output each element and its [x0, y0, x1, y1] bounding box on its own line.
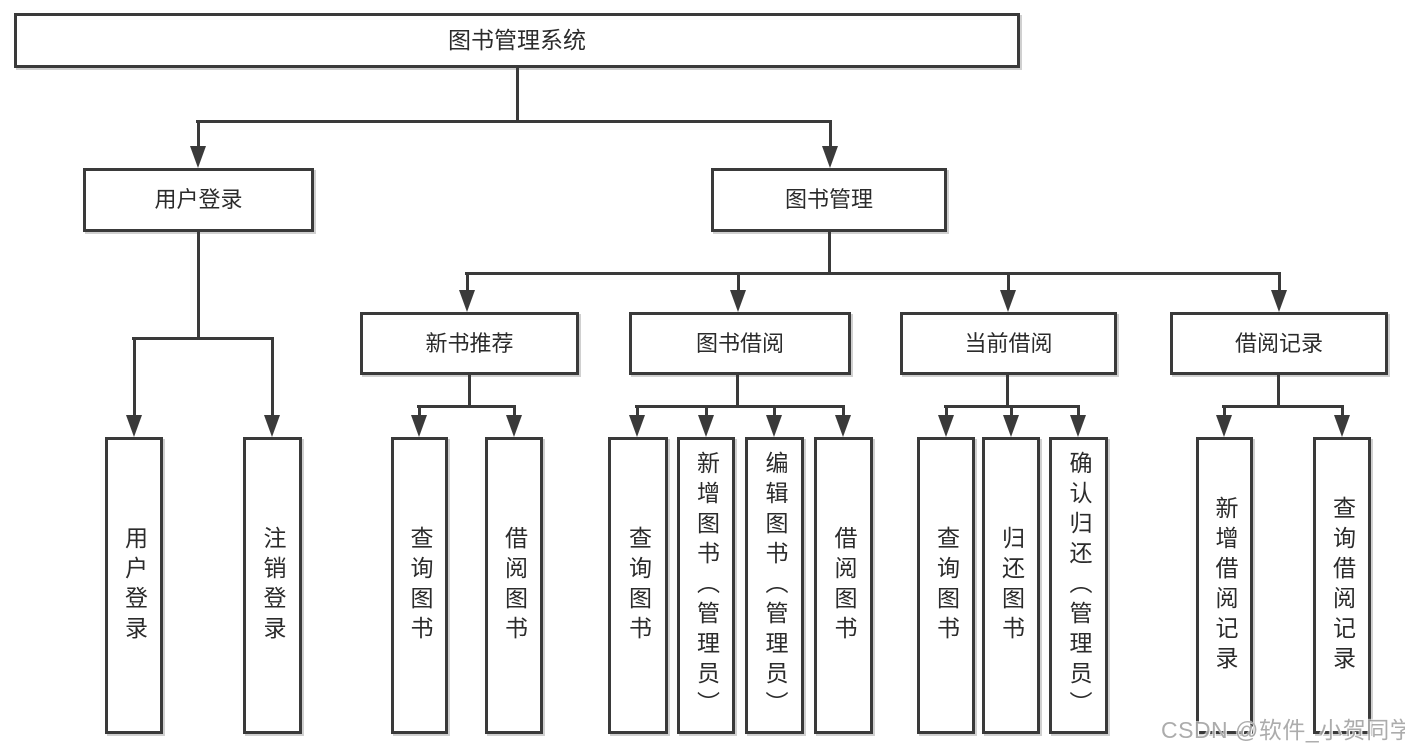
connector-line — [842, 405, 845, 419]
arrow-down-icon — [822, 146, 838, 168]
connector-line — [465, 272, 1281, 275]
arrow-down-icon — [938, 415, 954, 437]
node-label: 借阅记录 — [1234, 330, 1323, 356]
node-user-login-branch: 用户登录 — [83, 168, 314, 232]
arrow-down-icon — [190, 146, 206, 168]
node-return-books: 归还图书 — [982, 437, 1040, 734]
arrow-down-icon — [1000, 290, 1016, 312]
connector-line — [1341, 405, 1344, 419]
node-borrowing-records: 借阅记录 — [1170, 312, 1388, 375]
connector-line — [828, 232, 831, 272]
connector-line — [945, 405, 948, 419]
arrow-down-icon — [1216, 415, 1232, 437]
connector-line — [466, 272, 469, 292]
node-book-management: 图书管理 — [711, 168, 947, 232]
node-label: 用户登录 — [154, 187, 243, 212]
node-label: 新增图书（管理员） — [693, 450, 720, 721]
connector-line — [196, 120, 832, 123]
connector-line — [1006, 375, 1009, 405]
node-label: 新书推荐 — [425, 330, 514, 356]
node-edit-books-admin: 编辑图书（管理员） — [745, 437, 804, 734]
connector-line — [133, 337, 136, 417]
node-user-login: 用户登录 — [105, 437, 163, 734]
node-label: 编辑图书（管理员） — [762, 450, 788, 721]
arrow-down-icon — [766, 415, 782, 437]
arrow-down-icon — [730, 290, 746, 312]
connector-line — [1223, 405, 1226, 419]
node-label: 图书管理系统 — [448, 27, 586, 53]
connector-line — [1222, 405, 1343, 408]
arrow-down-icon — [1334, 415, 1350, 437]
arrow-down-icon — [835, 415, 851, 437]
arrow-down-icon — [459, 290, 475, 312]
connector-line — [271, 337, 274, 417]
node-label: 借阅图书 — [501, 525, 528, 646]
node-add-borrow-record: 新增借阅记录 — [1196, 437, 1253, 734]
node-query-books-borrowing: 查询图书 — [608, 437, 668, 734]
connector-line — [773, 405, 776, 419]
arrow-down-icon — [1271, 290, 1287, 312]
node-query-borrow-record: 查询借阅记录 — [1313, 437, 1371, 734]
node-borrow-books-recommend: 借阅图书 — [485, 437, 543, 734]
connector-line — [1278, 272, 1281, 292]
connector-line — [132, 337, 274, 340]
node-add-books-admin: 新增图书（管理员） — [677, 437, 735, 734]
node-label: 查询图书 — [407, 525, 433, 646]
connector-line — [1010, 405, 1013, 419]
node-label: 确认归还（管理员） — [1066, 450, 1092, 721]
connector-line — [635, 405, 844, 408]
node-book-borrowing: 图书借阅 — [629, 312, 851, 375]
arrow-down-icon — [126, 415, 142, 437]
connector-line — [516, 68, 519, 120]
node-label: 归还图书 — [998, 525, 1025, 646]
node-query-books-current: 查询图书 — [917, 437, 975, 734]
node-library-management-system: 图书管理系统 — [14, 13, 1020, 68]
node-new-book-recommendation: 新书推荐 — [360, 312, 579, 375]
connector-line — [737, 272, 740, 292]
connector-line — [1277, 375, 1280, 405]
arrow-down-icon — [698, 415, 714, 437]
connector-line — [1007, 272, 1010, 292]
node-label: 当前借阅 — [964, 330, 1053, 356]
connector-line — [197, 232, 200, 337]
connector-line — [736, 375, 739, 405]
csdn-watermark: CSDN @软件_小贺同学 — [1161, 717, 1405, 743]
node-label: 新增借阅记录 — [1212, 495, 1238, 676]
node-label: 借阅图书 — [831, 525, 857, 646]
connector-line — [829, 120, 832, 148]
connector-line — [513, 405, 516, 419]
node-label: 图书管理 — [784, 187, 873, 212]
node-label: 查询图书 — [933, 525, 960, 646]
arrow-down-icon — [1003, 415, 1019, 437]
arrow-down-icon — [506, 415, 522, 437]
node-confirm-return-admin: 确认归还（管理员） — [1049, 437, 1108, 734]
node-label: 注销登录 — [260, 525, 286, 646]
connector-line — [705, 405, 708, 419]
node-current-borrowing: 当前借阅 — [900, 312, 1117, 375]
arrow-down-icon — [411, 415, 427, 437]
connector-line — [417, 405, 516, 408]
arrow-down-icon — [264, 415, 280, 437]
arrow-down-icon — [629, 415, 645, 437]
node-label: 查询借阅记录 — [1329, 495, 1356, 676]
node-label: 图书借阅 — [695, 330, 784, 356]
arrow-down-icon — [1070, 415, 1086, 437]
node-query-books-recommend: 查询图书 — [391, 437, 448, 734]
node-label: 用户登录 — [121, 525, 148, 646]
node-logout: 注销登录 — [243, 437, 302, 734]
connector-line — [418, 405, 421, 419]
connector-line — [468, 375, 471, 405]
node-borrow-books: 借阅图书 — [814, 437, 873, 734]
connector-line — [636, 405, 639, 419]
connector-line — [197, 120, 200, 148]
connector-line — [1077, 405, 1080, 419]
node-label: 查询图书 — [625, 525, 652, 646]
